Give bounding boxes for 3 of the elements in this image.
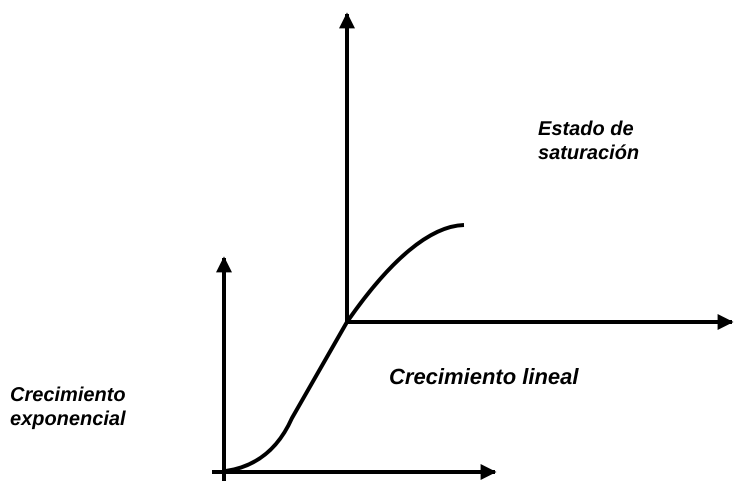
curve-label: Crecimiento exponencial: [10, 383, 127, 431]
curve-label: Crecimiento lineal: [389, 364, 580, 390]
curve-label: Estado de saturación: [538, 117, 640, 165]
